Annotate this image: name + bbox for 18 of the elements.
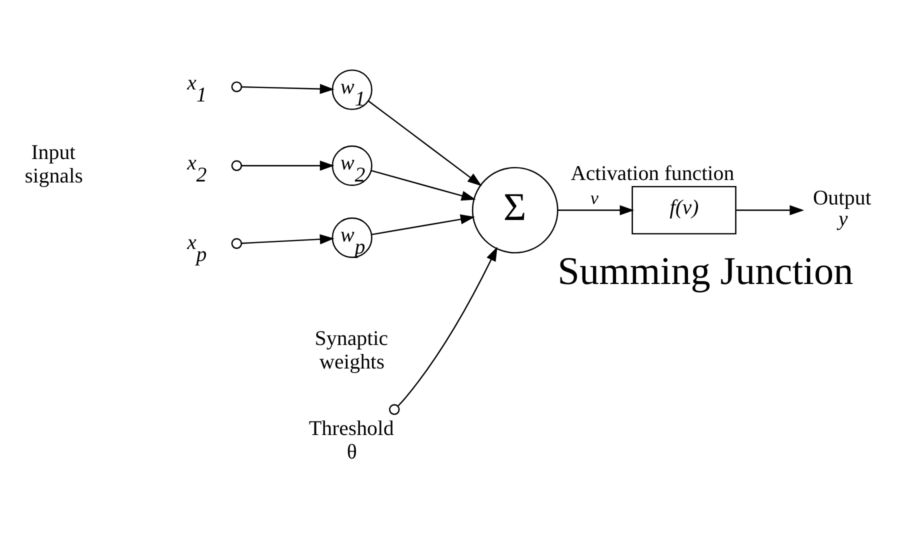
arrow bbox=[388, 246, 497, 415]
node-circle: Σ bbox=[471, 166, 558, 254]
label: Input signals bbox=[24, 140, 82, 188]
label: Synaptic weights bbox=[314, 326, 388, 374]
arrow bbox=[230, 81, 334, 94]
arrow bbox=[370, 170, 476, 201]
edge-label: v bbox=[590, 188, 598, 208]
node-label: Activation function bbox=[570, 160, 734, 185]
arrow bbox=[371, 214, 474, 236]
node-box: f(v) bbox=[631, 186, 736, 234]
arrow bbox=[368, 100, 482, 186]
node-text: Threshold θ bbox=[308, 416, 394, 464]
arrow bbox=[230, 160, 334, 172]
arrow bbox=[557, 205, 634, 216]
node-text: Output y bbox=[812, 186, 871, 231]
node-label: Summing Junction bbox=[557, 250, 853, 294]
arrow bbox=[230, 234, 334, 249]
arrow bbox=[736, 205, 804, 216]
